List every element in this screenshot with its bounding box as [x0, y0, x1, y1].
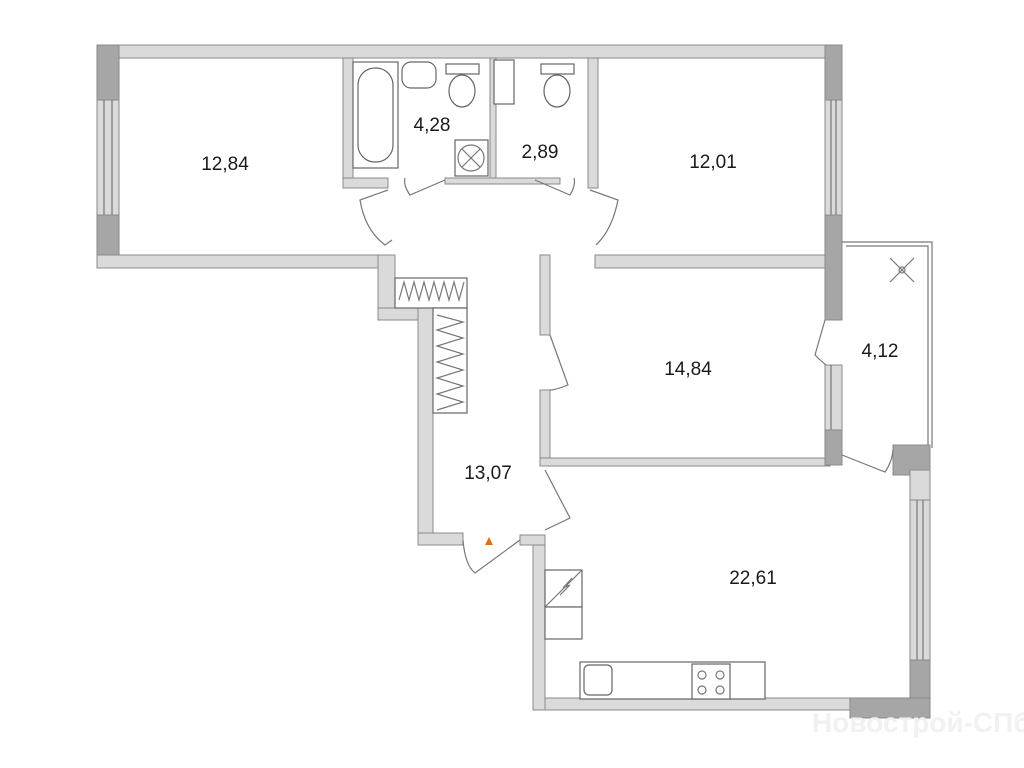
door[interactable] — [359, 189, 393, 246]
room-area-label: 14,84 — [664, 359, 712, 380]
wardrobe — [432, 307, 468, 414]
wall — [342, 57, 354, 186]
kitchen-sink-icon — [583, 664, 613, 696]
room-area-label: 13,07 — [464, 463, 512, 484]
room-area-label: 12,01 — [689, 152, 737, 173]
wall — [342, 177, 389, 189]
wall — [587, 57, 599, 189]
wall — [532, 537, 546, 711]
door[interactable] — [589, 189, 619, 246]
wall — [539, 254, 551, 336]
window-right — [824, 99, 843, 216]
door[interactable] — [403, 177, 446, 196]
wall — [519, 534, 546, 546]
entrance-door[interactable] — [462, 539, 521, 574]
wall-corner — [96, 44, 120, 101]
wall — [594, 254, 831, 269]
clothesline-icon — [889, 257, 915, 283]
room-area-label: 4,12 — [862, 341, 899, 362]
boiler-icon — [544, 606, 583, 640]
watermark: Новострой-СПб — [812, 707, 1024, 738]
wall — [532, 697, 851, 711]
wall-top — [96, 44, 843, 59]
toilet-bowl — [543, 74, 571, 108]
shelf — [493, 59, 515, 105]
sink-icon — [401, 61, 437, 89]
window-balcony — [824, 364, 843, 441]
stove-icon — [691, 663, 731, 700]
window-left — [96, 99, 120, 216]
door[interactable] — [841, 449, 894, 473]
door[interactable] — [814, 319, 827, 366]
door[interactable] — [534, 177, 576, 196]
wall — [444, 177, 561, 185]
door[interactable] — [544, 469, 571, 531]
toilet-icon — [445, 63, 480, 75]
wall — [539, 389, 551, 466]
wall — [96, 254, 391, 269]
room-area-label: 2,89 — [522, 142, 559, 163]
wall-corner — [824, 429, 843, 466]
wall-corner — [824, 214, 843, 321]
room-area-label: 4,28 — [414, 115, 451, 136]
wall — [909, 469, 931, 501]
toilet-icon — [540, 63, 575, 75]
door[interactable] — [549, 334, 569, 391]
window-kitchen — [909, 499, 931, 661]
wall — [539, 457, 831, 467]
wall — [417, 532, 464, 546]
entrance-marker — [485, 537, 493, 545]
room-area-label: 22,61 — [729, 568, 777, 589]
wall — [417, 307, 434, 546]
toilet-bowl — [448, 74, 476, 108]
bathtub-inner — [357, 67, 394, 163]
wall-corner — [824, 44, 843, 101]
room-area-label: 12,84 — [201, 154, 249, 175]
